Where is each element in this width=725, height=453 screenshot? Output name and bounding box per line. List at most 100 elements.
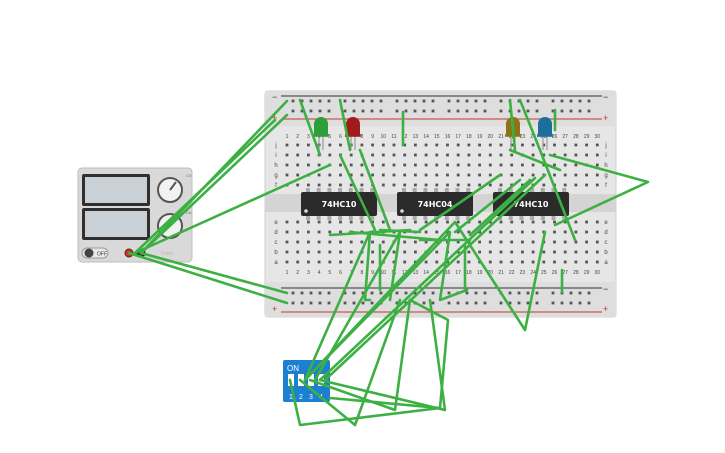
rail-hole[interactable] [352, 109, 356, 113]
hole[interactable] [510, 260, 514, 264]
hole[interactable] [403, 173, 407, 177]
rail-hole[interactable] [343, 301, 347, 305]
hole[interactable] [510, 143, 514, 147]
hole[interactable] [574, 163, 578, 167]
hole[interactable] [563, 230, 567, 234]
hole[interactable] [531, 143, 535, 147]
hole[interactable] [446, 260, 449, 264]
rail-hole[interactable] [431, 301, 435, 305]
hole[interactable] [339, 230, 342, 234]
rail-hole[interactable] [352, 291, 356, 295]
rail-hole[interactable] [379, 99, 383, 103]
rail-hole[interactable] [300, 291, 304, 295]
wire-30[interactable] [318, 176, 537, 382]
hole[interactable] [595, 163, 599, 167]
rail-hole[interactable] [483, 109, 487, 113]
hole[interactable] [285, 220, 289, 224]
hole[interactable] [531, 260, 535, 264]
hole[interactable] [285, 173, 289, 177]
hole[interactable] [574, 230, 578, 234]
hole[interactable] [414, 220, 417, 224]
hole[interactable] [585, 153, 588, 157]
rail-hole[interactable] [517, 301, 521, 305]
hole[interactable] [339, 260, 342, 264]
rail-hole[interactable] [395, 291, 399, 295]
hole[interactable] [296, 260, 300, 264]
hole[interactable] [542, 153, 546, 157]
rail-hole[interactable] [379, 109, 383, 113]
rail-hole[interactable] [483, 291, 487, 295]
hole[interactable] [595, 220, 599, 224]
rail-hole[interactable] [535, 301, 539, 305]
hole[interactable] [435, 143, 439, 147]
rail-hole[interactable] [352, 99, 356, 103]
hole[interactable] [328, 143, 332, 147]
hole[interactable] [467, 260, 471, 264]
rail-hole[interactable] [569, 301, 573, 305]
wire-13[interactable] [338, 153, 377, 232]
rail-hole[interactable] [422, 109, 426, 113]
hole[interactable] [307, 240, 310, 244]
hole[interactable] [317, 173, 321, 177]
hole[interactable] [317, 220, 321, 224]
hole[interactable] [531, 153, 535, 157]
wire-2[interactable] [139, 113, 289, 255]
hole[interactable] [585, 173, 588, 177]
hole[interactable] [574, 240, 578, 244]
wire-19[interactable] [453, 178, 522, 234]
rail-hole[interactable] [560, 99, 564, 103]
hole[interactable] [488, 260, 492, 264]
hole[interactable] [317, 260, 321, 264]
hole[interactable] [403, 240, 407, 244]
led-blue[interactable] [537, 117, 553, 150]
rail-hole[interactable] [526, 301, 530, 305]
rail-hole[interactable] [465, 109, 469, 113]
hole[interactable] [531, 173, 535, 177]
rail-hole[interactable] [483, 301, 487, 305]
rail-hole[interactable] [404, 291, 408, 295]
hole[interactable] [456, 260, 460, 264]
hole[interactable] [553, 260, 556, 264]
hole[interactable] [478, 173, 481, 177]
hole[interactable] [478, 240, 481, 244]
chip-2[interactable]: 74HC04 [397, 192, 473, 216]
hole[interactable] [499, 250, 503, 254]
hole[interactable] [478, 220, 481, 224]
hole[interactable] [349, 260, 353, 264]
hole[interactable] [521, 183, 524, 187]
rail-hole[interactable] [517, 109, 521, 113]
hole[interactable] [349, 183, 353, 187]
hole[interactable] [531, 220, 535, 224]
rail-hole[interactable] [327, 301, 331, 305]
hole[interactable] [424, 153, 428, 157]
rail-hole[interactable] [431, 99, 435, 103]
hole[interactable] [339, 163, 342, 167]
rail-hole[interactable] [309, 301, 313, 305]
hole[interactable] [349, 250, 353, 254]
hole[interactable] [296, 173, 300, 177]
hole[interactable] [574, 183, 578, 187]
hole[interactable] [317, 250, 321, 254]
hole[interactable] [488, 183, 492, 187]
hole[interactable] [488, 163, 492, 167]
rail-hole[interactable] [535, 99, 539, 103]
hole[interactable] [328, 183, 332, 187]
hole[interactable] [285, 163, 289, 167]
hole[interactable] [563, 220, 567, 224]
hole[interactable] [585, 260, 588, 264]
wire-7[interactable] [298, 98, 322, 157]
rail-hole[interactable] [578, 301, 582, 305]
rail-hole[interactable] [327, 291, 331, 295]
hole[interactable] [435, 250, 439, 254]
hole[interactable] [424, 260, 428, 264]
hole[interactable] [371, 260, 374, 264]
hole[interactable] [435, 183, 439, 187]
rail-hole[interactable] [569, 99, 573, 103]
hole[interactable] [371, 163, 374, 167]
hole[interactable] [499, 240, 503, 244]
hole[interactable] [510, 163, 514, 167]
rail-hole[interactable] [343, 109, 347, 113]
hole[interactable] [521, 250, 524, 254]
hole[interactable] [574, 143, 578, 147]
hole[interactable] [360, 220, 364, 224]
